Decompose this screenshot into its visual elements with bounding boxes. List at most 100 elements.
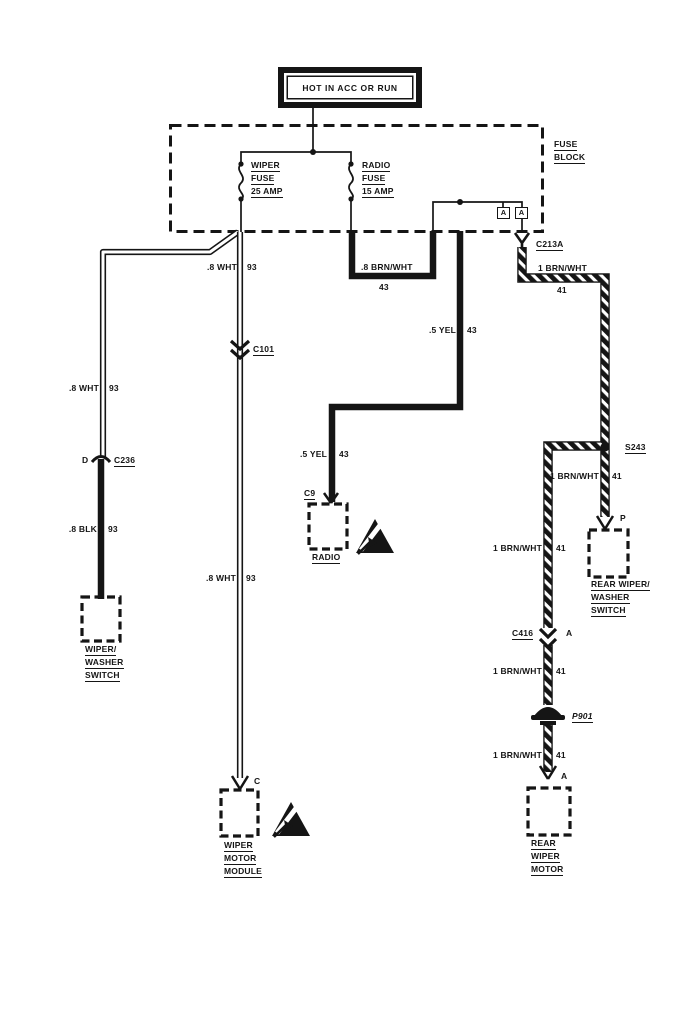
wire-label-circuit: 43 — [339, 449, 349, 459]
wire-label-circuit: 41 — [556, 543, 566, 553]
rear-motor-pin-symbol — [538, 765, 558, 780]
fuse-block-title: FUSE BLOCK — [554, 139, 586, 165]
component-label-line: WIPER — [531, 851, 560, 863]
p901-grommet-plate — [531, 715, 565, 720]
component-label-line: REAR — [531, 838, 556, 850]
component-label-line: SWITCH — [85, 670, 120, 682]
fuse-block-title-line: FUSE — [554, 139, 578, 151]
component-label-line: MOTOR — [531, 864, 564, 876]
wire-label-color: .8 WHT — [68, 383, 99, 393]
wire-label-color: .8 WHT — [205, 573, 236, 583]
wiper-fuse-label: WIPER FUSE 25 AMP — [251, 160, 283, 199]
c416-connector-symbol — [538, 627, 558, 650]
wire-label-circuit: 41 — [612, 471, 622, 481]
rear-wiper-motor-label: REAR WIPER MOTOR — [531, 838, 564, 877]
s243-label: S243 — [625, 442, 646, 454]
fuse-block-title-line: BLOCK — [554, 152, 586, 164]
fuse-label-line: 15 AMP — [362, 186, 394, 198]
fuse-label-line: FUSE — [362, 173, 386, 185]
rear-wiper-washer-switch-label: REAR WIPER/ WASHER SWITCH — [591, 579, 650, 618]
wire-label-color: .5 YEL — [428, 325, 456, 335]
terminal-a-letter: A — [500, 208, 507, 217]
c236-label: C236 — [114, 455, 136, 467]
wiper-fuse-symbol — [238, 163, 244, 200]
c9-connector-symbol — [322, 492, 340, 504]
rear-wiper-washer-switch-box — [587, 528, 630, 579]
wire-label-color: 1 BRN/WHT — [492, 543, 542, 553]
component-label-line: WIPER/ — [85, 644, 117, 656]
c101-connector-symbol — [229, 339, 251, 361]
fuse-label-line: WIPER — [251, 160, 280, 172]
radio-label: RADIO — [312, 552, 341, 565]
component-label-line: MODULE — [224, 866, 263, 878]
wire-wht-93-left — [101, 230, 239, 457]
wire-terminal-a-bus — [432, 201, 523, 231]
c236-connector-symbol — [90, 455, 112, 464]
rear-switch-pin-symbol — [595, 515, 615, 530]
wire-label-circuit: 93 — [246, 573, 256, 583]
wire-brnwht-41-branch — [544, 442, 605, 628]
c9-label: C9 — [304, 488, 316, 500]
pin-p-label: P — [620, 513, 626, 523]
s243-splice-dot — [600, 442, 610, 452]
wire-label-circuit: 41 — [557, 285, 567, 295]
component-label-line: WIPER — [224, 840, 253, 852]
c101-label: C101 — [253, 344, 275, 356]
component-label-line: REAR WIPER/ — [591, 579, 650, 591]
fuse-block-box — [169, 124, 544, 233]
wire-label-circuit: 93 — [247, 262, 257, 272]
wiper-washer-switch-label: WIPER/ WASHER SWITCH — [85, 644, 124, 683]
wire-label-color: .8 BRN/WHT — [361, 262, 413, 272]
wire-label-circuit: 41 — [556, 750, 566, 760]
fuse-label-line: FUSE — [251, 173, 275, 185]
wiper-motor-module-box — [219, 788, 260, 838]
fuse-terminal-dot — [348, 196, 354, 202]
radio-fuse-symbol — [348, 163, 354, 200]
pin-a-c416-label: A — [566, 628, 573, 638]
component-label-line: WASHER — [85, 657, 124, 669]
pin-c-label: C — [254, 776, 261, 786]
junction-dot — [457, 199, 463, 205]
wire-label-circuit: 93 — [109, 383, 119, 393]
fuse-label-line: 25 AMP — [251, 186, 283, 198]
p901-label: P901 — [572, 711, 593, 723]
wiper-washer-switch-box — [80, 595, 122, 643]
wire-label-color: .5 YEL — [299, 449, 327, 459]
wire-label-color: 1 BRN/WHT — [549, 471, 599, 481]
p901-grommet-dome — [534, 707, 562, 716]
wire-label-color: 1 BRN/WHT — [538, 263, 588, 273]
power-source-label: HOT IN ACC OR RUN — [302, 82, 398, 93]
fuse-terminal-dot — [238, 196, 244, 202]
rear-wiper-motor-box — [526, 786, 572, 837]
module-pin-symbol — [230, 775, 250, 790]
p901-grommet-stem — [540, 721, 556, 725]
wire-label-color: 1 BRN/WHT — [492, 666, 542, 676]
wire-brnwht-43 — [348, 231, 437, 280]
c213a-connector-symbol — [513, 232, 531, 249]
wiper-motor-module-label: WIPER MOTOR MODULE — [224, 840, 263, 879]
wire-label-circuit: 41 — [556, 666, 566, 676]
fuse-label-line: RADIO — [362, 160, 391, 172]
wire-brnwht-41-feed — [518, 247, 609, 449]
terminal-a-box-2: A — [515, 207, 528, 219]
radio-box — [307, 502, 349, 551]
wire-label-circuit: 43 — [379, 282, 389, 292]
wire-yel-43 — [328, 231, 464, 502]
wire-label-color: .8 WHT — [206, 262, 237, 272]
junction-dot — [310, 149, 316, 155]
radio-fuse-label: RADIO FUSE 15 AMP — [362, 160, 394, 199]
esd-warning-icon — [356, 519, 394, 554]
wire-label-color: 1 BRN/WHT — [492, 750, 542, 760]
esd-warning-icon — [272, 802, 310, 837]
terminal-a-letter: A — [518, 208, 525, 217]
power-source-box: HOT IN ACC OR RUN — [278, 67, 422, 108]
terminal-a-box-1: A — [497, 207, 510, 219]
component-label-line: SWITCH — [591, 605, 626, 617]
wire-label-color: .8 BLK — [68, 524, 97, 534]
pin-d-label: D — [82, 455, 89, 465]
component-label-line: WASHER — [591, 592, 630, 604]
wire-label-circuit: 43 — [467, 325, 477, 335]
component-label-line: MOTOR — [224, 853, 257, 865]
